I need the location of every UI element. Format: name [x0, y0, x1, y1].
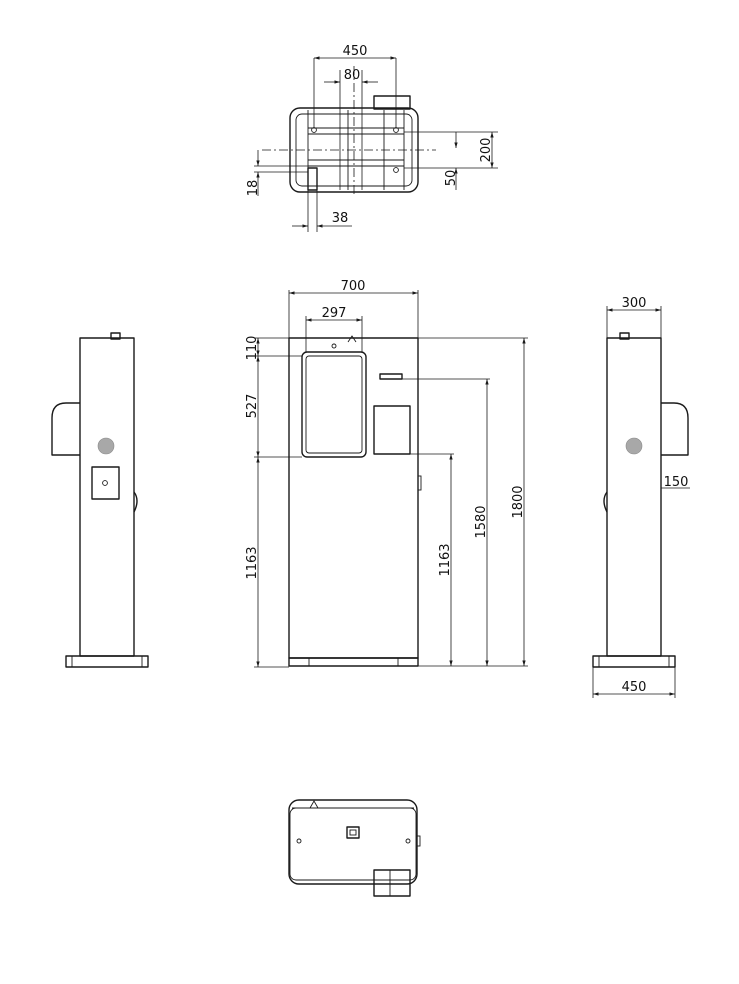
dim-front-527: 527	[245, 394, 260, 419]
dim-front-700: 700	[341, 279, 366, 294]
dim-front-297: 297	[322, 306, 347, 321]
dim-side-300: 300	[622, 296, 647, 311]
dim-top-18: 18	[246, 180, 261, 197]
dim-front-1163-left: 1163	[245, 546, 260, 579]
front-view-screen	[301, 351, 367, 458]
right-view-body	[606, 337, 662, 657]
right-view-cap	[619, 332, 630, 340]
bottom-view-port	[346, 826, 360, 839]
bottom-view-body	[288, 799, 418, 885]
dim-top-80: 80	[344, 68, 361, 83]
bottom-view	[288, 799, 421, 897]
left-view-hood	[51, 402, 80, 456]
front-view: 700 297 110 527 1163 1163 1580 1800	[245, 279, 528, 668]
dim-top-50: 50	[444, 170, 459, 187]
dim-top-450: 450	[343, 44, 368, 59]
dim-side-150: 150	[664, 475, 689, 490]
dim-top-38: 38	[332, 211, 349, 226]
left-view-cap	[110, 332, 121, 340]
speaker-icon	[97, 437, 115, 455]
front-view-base	[288, 657, 419, 667]
top-view-hood	[373, 95, 411, 110]
right-view-base	[592, 655, 676, 668]
dim-top-200: 200	[479, 138, 494, 163]
speaker-icon	[625, 437, 643, 455]
right-side-view: 300 150 450	[592, 296, 690, 698]
left-view-reader	[91, 466, 120, 500]
left-view-base	[65, 655, 149, 668]
dim-front-1580: 1580	[474, 505, 489, 538]
front-view-card-slot	[379, 373, 403, 380]
front-view-panel	[373, 405, 411, 455]
left-side-view	[51, 332, 149, 668]
dim-front-110: 110	[245, 336, 260, 361]
dim-front-1800: 1800	[511, 485, 526, 518]
front-view-body	[288, 337, 419, 659]
right-view-hood	[661, 402, 689, 456]
dim-front-1163-right: 1163	[438, 543, 453, 576]
bottom-view-hood	[373, 869, 411, 897]
dim-side-450: 450	[622, 680, 647, 695]
top-view-slot	[307, 167, 318, 191]
top-view: 450 80 200 50 18 38	[246, 44, 498, 232]
left-view-body	[79, 337, 135, 657]
